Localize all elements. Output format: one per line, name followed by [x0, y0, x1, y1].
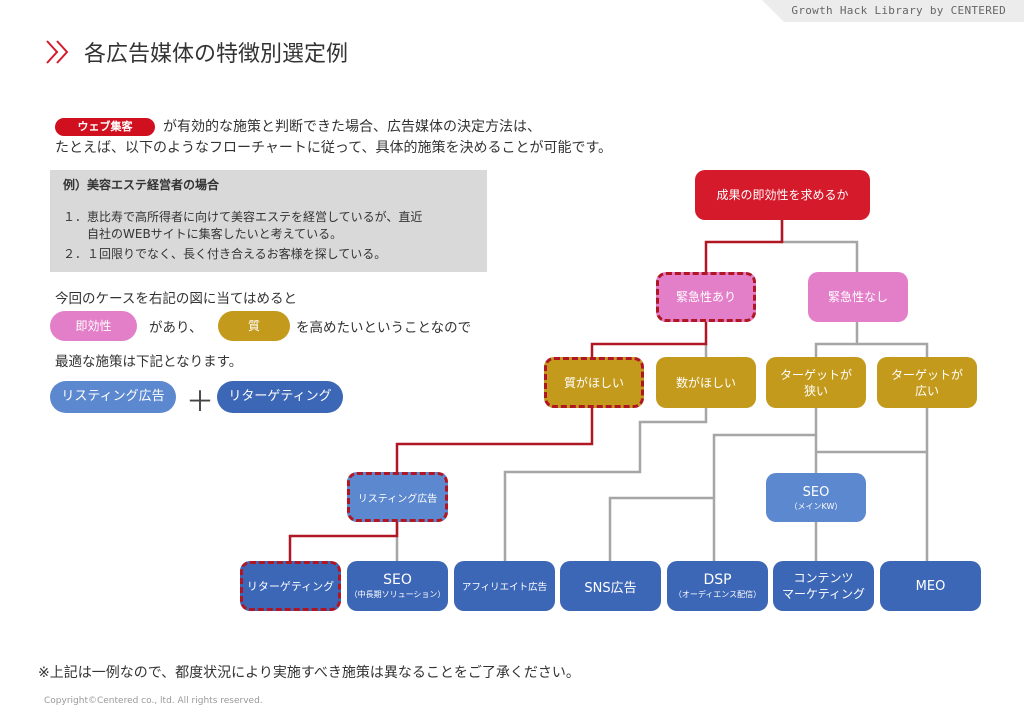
case-line-3: 最適な施策は下記となります。: [55, 354, 243, 370]
example-item: 自社のWEBサイトに集客したいと考えている。: [63, 227, 343, 241]
brand-band: [762, 0, 1024, 22]
case-line-1: 今回のケースを右記の図に当てはめると: [55, 291, 298, 307]
node-target-wide: ターゲットが 広い: [877, 357, 977, 408]
node-want-quantity: 数がほしい: [656, 357, 756, 408]
example-item: １．恵比寿で高所得者に向けて美容エステを経営しているが、直近: [63, 210, 423, 224]
case-text-1: があり、: [149, 320, 203, 336]
listing-ad-pill: リスティング広告: [50, 381, 176, 413]
intro-line-1: ウェブ集客が有効的な施策と判断できた場合、広告媒体の決定方法は、: [55, 116, 541, 136]
page-title: 各広告媒体の特徴別選定例: [84, 42, 349, 67]
node-meo: MEO: [880, 561, 981, 611]
node-want-quality: 質がほしい: [544, 357, 644, 408]
immediacy-pill: 即効性: [50, 311, 137, 341]
double-chevron-icon: [46, 40, 69, 64]
web-marketing-tag: ウェブ集客: [55, 118, 155, 136]
case-text-2: を高めたいということなので: [296, 320, 472, 336]
example-heading: 例）美容エステ経営者の場合: [63, 178, 220, 192]
retargeting-pill: リターゲティング: [217, 381, 343, 413]
copyright: Copyright©Centered co., ltd. All rights …: [44, 696, 263, 706]
node-target-narrow: ターゲットが 狭い: [766, 357, 866, 408]
plus-icon: ＋: [186, 385, 215, 418]
quality-pill: 質: [218, 311, 290, 341]
node-seo-long-term: SEO（中長期ソリューション）: [347, 561, 448, 611]
node-immediacy-question: 成果の即効性を求めるか: [695, 170, 870, 220]
brand-label: Growth Hack Library by CENTERED: [791, 4, 1006, 17]
node-content-marketing: コンテンツ マーケティング: [773, 561, 874, 611]
intro-text-1: が有効的な施策と判断できた場合、広告媒体の決定方法は、: [163, 119, 541, 135]
node-retargeting: リターゲティング: [240, 561, 341, 611]
node-seo-main-kw: SEO（メインKW）: [766, 473, 866, 522]
node-sns-ad: SNS広告: [560, 561, 661, 611]
example-item: ２．１回限りでなく、長く付き合えるお客様を探している。: [63, 247, 387, 261]
node-dsp: DSP（オーディエンス配信）: [667, 561, 768, 611]
node-affiliate-ad: アフィリエイト広告: [454, 561, 555, 611]
example-box: 例）美容エステ経営者の場合 １．恵比寿で高所得者に向けて美容エステを経営している…: [50, 170, 487, 272]
disclaimer-note: ※上記は一例なので、都度状況により実施すべき施策は異なることをご了承ください。: [38, 665, 580, 681]
node-urgent-yes: 緊急性あり: [656, 272, 756, 322]
node-urgent-no: 緊急性なし: [808, 272, 908, 322]
node-listing-ad: リスティング広告: [347, 472, 448, 522]
intro-line-2: たとえば、以下のようなフローチャートに従って、具体的施策を決めることが可能です。: [55, 140, 613, 156]
